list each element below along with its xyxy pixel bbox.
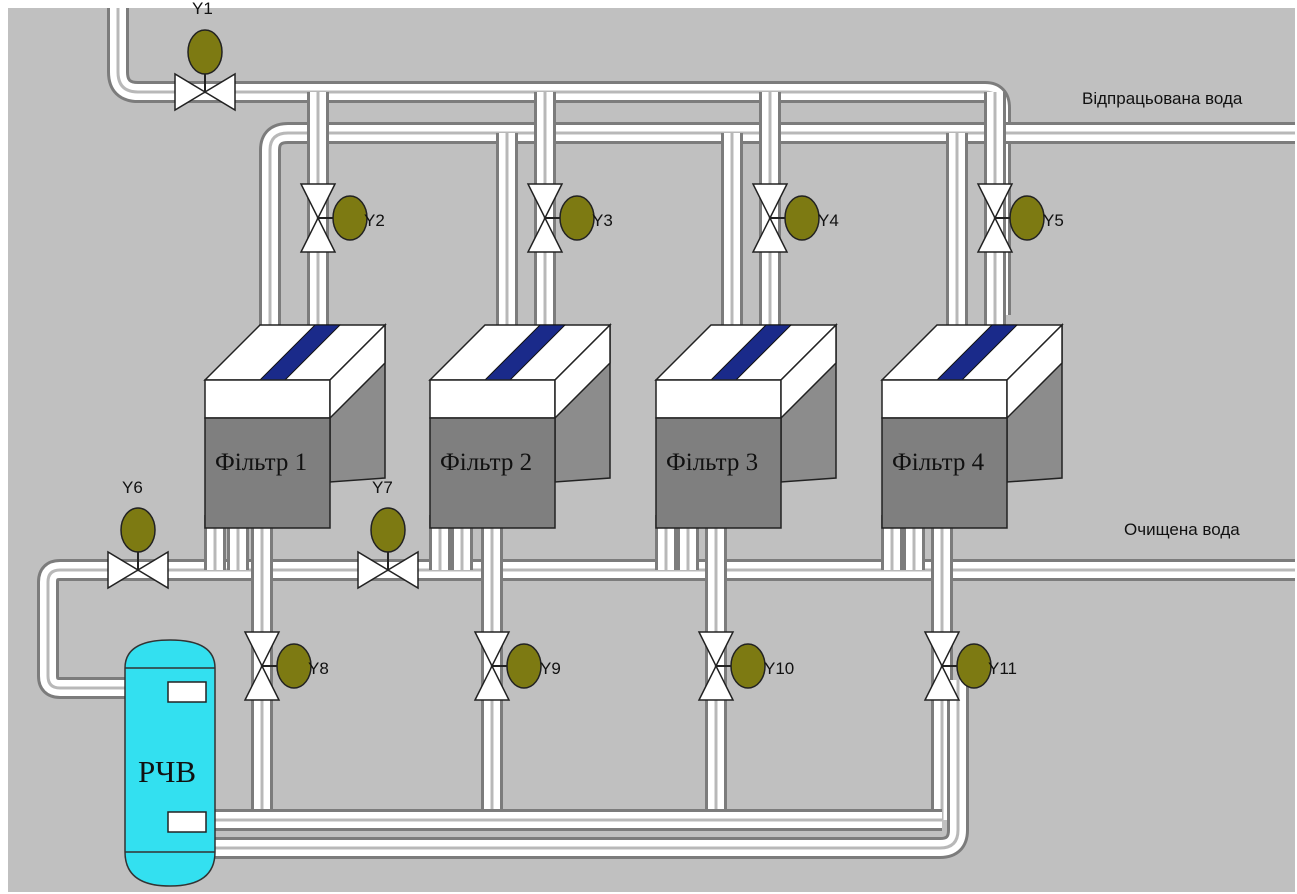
- valve-label: Y9: [540, 659, 561, 678]
- valve-y7[interactable]: Y7: [357, 478, 419, 590]
- reservoir-tank[interactable]: РЧВ: [124, 639, 216, 887]
- actuator-icon: [559, 195, 595, 241]
- filter-1[interactable]: Фільтр 1: [203, 323, 387, 529]
- valve-label: Y8: [308, 659, 329, 678]
- filter-label: Фільтр 1: [215, 449, 307, 476]
- actuator-icon: [370, 507, 406, 553]
- valve-label: Y2: [364, 211, 385, 230]
- valve-label: Y4: [818, 211, 839, 230]
- waste-water-label: Відпрацьована вода: [1082, 89, 1243, 108]
- filter-label: Фільтр 4: [892, 449, 985, 476]
- tank-return-lower: [200, 680, 969, 859]
- valve-label: Y10: [764, 659, 794, 678]
- actuator-icon: [187, 29, 223, 75]
- valve-label: Y1: [192, 0, 213, 18]
- valve-y9[interactable]: Y9: [473, 631, 561, 701]
- valve-y6[interactable]: Y6: [107, 478, 169, 590]
- valve-y8[interactable]: Y8: [243, 631, 329, 701]
- valve-label: Y11: [988, 659, 1017, 678]
- valve-label: Y3: [592, 211, 613, 230]
- level-indicator-top: [167, 681, 207, 703]
- valve-label: Y5: [1043, 211, 1064, 230]
- filter-group: Фільтр 1 Фільтр 2 Фільтр 3 Фільтр 4: [203, 323, 1064, 529]
- tank-label: РЧВ: [138, 754, 196, 789]
- actuator-icon: [784, 195, 820, 241]
- valve-y2[interactable]: Y2: [299, 183, 385, 253]
- actuator-icon: [506, 643, 542, 689]
- actuator-icon: [730, 643, 766, 689]
- actuator-icon: [956, 643, 992, 689]
- clean-water-label: Очищена вода: [1124, 520, 1240, 539]
- actuator-icon: [276, 643, 312, 689]
- actuator-icon: [1009, 195, 1045, 241]
- filter-4[interactable]: Фільтр 4: [880, 323, 1064, 529]
- filter-2[interactable]: Фільтр 2: [428, 323, 612, 529]
- level-indicator-bottom: [167, 811, 207, 833]
- filter-3[interactable]: Фільтр 3: [654, 323, 838, 529]
- tank-group: РЧВ: [124, 639, 216, 887]
- waste-water-pipe: [259, 122, 1295, 330]
- actuator-icon: [120, 507, 156, 553]
- valve-label: Y7: [372, 478, 393, 497]
- valve-y10[interactable]: Y10: [697, 631, 794, 701]
- valve-y11[interactable]: Y11: [923, 631, 1017, 701]
- valve-y3[interactable]: Y3: [526, 183, 613, 253]
- actuator-icon: [332, 195, 368, 241]
- valve-y1[interactable]: Y1: [174, 0, 236, 112]
- valve-label: Y6: [122, 478, 143, 497]
- valve-y5[interactable]: Y5: [976, 183, 1064, 253]
- filter-label: Фільтр 3: [666, 449, 758, 476]
- clean-water-pipe: [37, 559, 1295, 699]
- valve-y4[interactable]: Y4: [751, 183, 839, 253]
- filter-label: Фільтр 2: [440, 449, 532, 476]
